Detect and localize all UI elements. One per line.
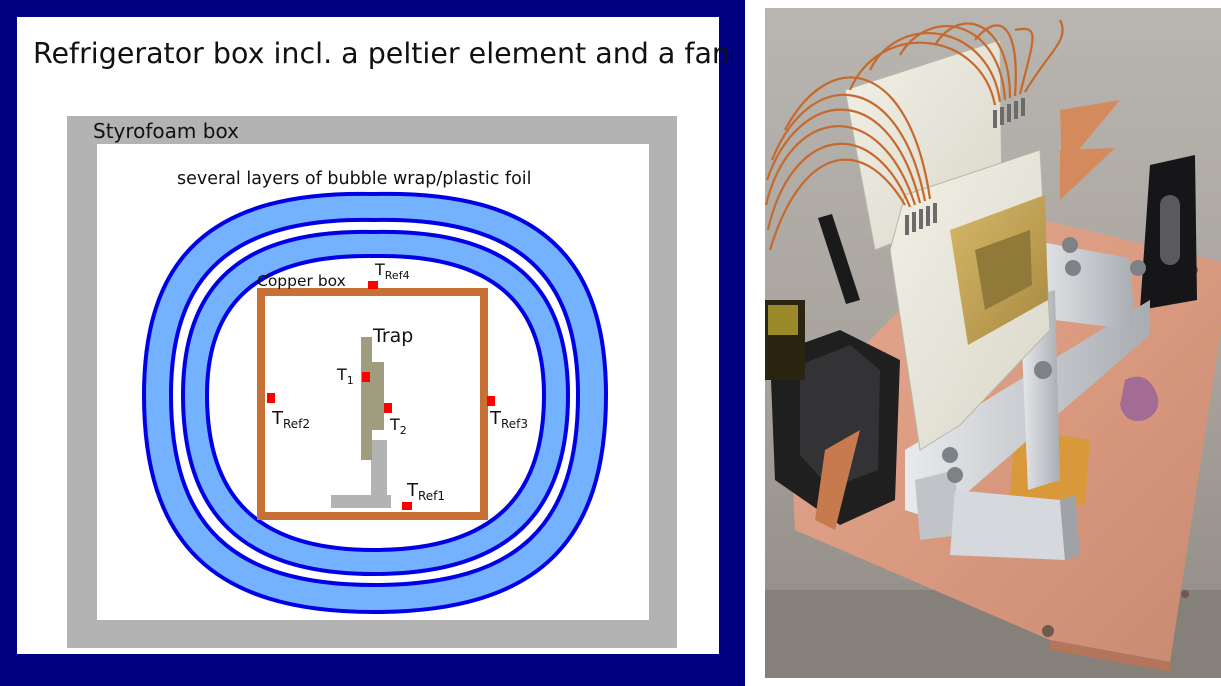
- bubble-wrap-label: several layers of bubble wrap/plastic fo…: [177, 169, 532, 189]
- rod-post: [818, 214, 860, 304]
- sensor-t2-subscript: 2: [400, 424, 407, 437]
- copper-box: [257, 288, 488, 520]
- sensor-tref4-label: TRef4: [374, 260, 410, 282]
- pcb-pin-row: [905, 98, 1025, 235]
- copper-wire-bundle: [764, 19, 1064, 251]
- left-connector-cap: [768, 305, 798, 335]
- schematic-diagram: Refrigerator box incl. a peltier element…: [0, 0, 745, 686]
- hex-screw: [947, 467, 963, 483]
- plate-ink-stain: [1120, 376, 1159, 421]
- refrigerator-label: Refrigerator box incl. a peltier element…: [33, 37, 730, 70]
- hex-screw: [942, 447, 958, 463]
- copper-foil-strip: [1060, 148, 1115, 200]
- sensor-t2-marker: [384, 403, 392, 413]
- trap-mount-post: [371, 440, 387, 502]
- apparatus-photo: [764, 8, 1221, 678]
- copper-box-label: Copper box: [257, 272, 346, 290]
- aluminium-block-bottom: [915, 470, 960, 540]
- right-clamp-slot: [1160, 195, 1180, 265]
- sensor-t1-marker: [362, 372, 370, 382]
- sensor-t1-label: T1: [336, 365, 354, 387]
- styrofoam-label: Styrofoam box: [93, 119, 239, 143]
- plate-screw-hole: [1042, 625, 1054, 637]
- aluminium-foot: [950, 490, 1065, 560]
- trap-chip-center: [975, 230, 1032, 310]
- sensor-tref1-marker: [402, 502, 412, 510]
- sensor-tref1-label: TRef1: [406, 480, 445, 503]
- hex-screw: [1062, 237, 1078, 253]
- bubble-wrap-outer-layer: [141, 191, 609, 615]
- sensor-tref4-marker: [368, 281, 378, 289]
- sensor-tref4-subscript: Ref4: [385, 269, 410, 282]
- sensor-tref2-subscript: Ref2: [283, 417, 310, 431]
- trap-mount-base: [331, 495, 391, 508]
- sensor-tref1-subscript: Ref1: [418, 489, 445, 503]
- sensor-t1-subscript: 1: [347, 374, 354, 387]
- aluminium-rail-back: [1030, 240, 1135, 330]
- copper-plate-edge: [1050, 640, 1172, 672]
- sensor-tref3-subscript: Ref3: [501, 417, 528, 431]
- sensor-t2-label: T2: [389, 415, 407, 437]
- sensor-tref2-marker: [267, 393, 275, 403]
- sensor-tref3-marker: [487, 396, 495, 406]
- plate-screw-hole: [1181, 590, 1189, 598]
- copper-foil-strip: [815, 430, 860, 530]
- left-black-holder-face: [800, 345, 880, 488]
- bubble-wrap-inner-layer: [180, 229, 571, 577]
- sensor-tref2-label: TRef2: [271, 408, 310, 431]
- trap-label: Trap: [372, 325, 413, 347]
- hex-screw: [1034, 361, 1052, 379]
- aluminium-foot-side: [1060, 495, 1080, 560]
- hex-screw: [1065, 260, 1081, 276]
- hex-screw: [1130, 260, 1146, 276]
- sensor-tref3-label: TRef3: [489, 408, 528, 431]
